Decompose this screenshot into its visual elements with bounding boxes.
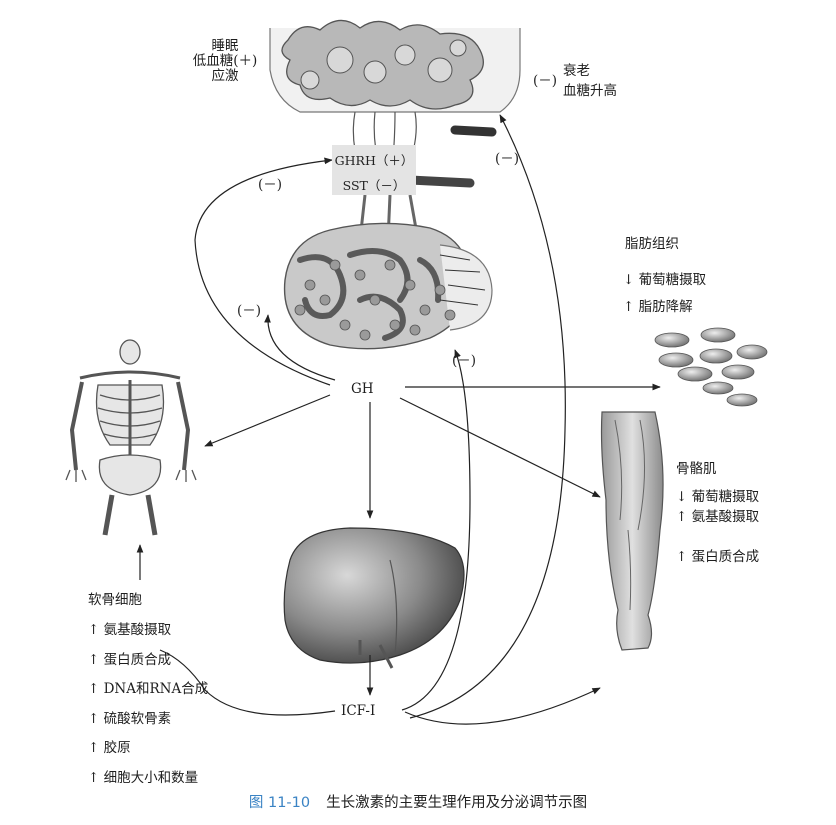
arrows: [136, 114, 661, 725]
adipose-effect-2: ↑ 脂肪降解: [623, 299, 693, 315]
cartilage-effect-5: ↑ 胶原: [88, 740, 131, 756]
arrow-igf-to-pituitary: [401, 349, 471, 711]
hypothalamus-illustration: [269, 19, 521, 188]
adipose-title: 脂肪组织: [625, 236, 679, 252]
adipose-effects: ↓ 葡萄糖摄取 ↑ 脂肪降解: [623, 267, 706, 321]
sst-label: SST（－）: [342, 178, 406, 193]
inhibitors-labels: 衰老 血糖升高: [563, 64, 617, 99]
pituitary-illustration: [283, 194, 493, 350]
arrow-gh-feedback-hypothalamus: [468, 145, 492, 165]
skeleton-illustration: [65, 339, 197, 536]
inhibitor-hyperglycemia: 血糖升高: [563, 82, 617, 99]
arrow-gh-to-hypothalamus: [194, 157, 333, 386]
cartilage-title: 软骨细胞: [88, 592, 142, 608]
stimulus-stress: 应激: [211, 67, 239, 84]
muscle-title: 骨骼肌: [676, 461, 717, 477]
figure-caption: 图 11-10 生长激素的主要生理作用及分泌调节示图: [0, 791, 836, 812]
feedback-sign-mid: (－): [452, 353, 477, 369]
adipose-effect-1: ↓ 葡萄糖摄取: [623, 272, 707, 288]
muscle-illustration: [600, 411, 664, 651]
arrow-gh-to-pituitary: [264, 314, 336, 381]
muscle-effect-3: ↑ 蛋白质合成: [676, 549, 760, 565]
gh-label: GH: [351, 381, 374, 397]
ghrh-sst-labels: GHRH（＋） SST（－）: [332, 147, 416, 195]
muscle-effect-1: ↓ 葡萄糖摄取: [676, 489, 760, 505]
arrow-igf-to-hypothalamus: [409, 114, 566, 719]
cartilage-effect-1: ↑ 氨基酸摄取: [88, 622, 172, 638]
muscle-effect-2: ↑ 氨基酸摄取: [676, 509, 760, 525]
figure-number: 图 11-10: [248, 795, 311, 811]
stimulus-sleep: 睡眠: [211, 38, 239, 54]
inhibitor-aging: 衰老: [563, 63, 590, 79]
cartilage-effect-4: ↑ 硫酸软骨素: [88, 710, 172, 727]
adipose-cells: [654, 327, 768, 407]
stimuli-labels: 睡眠 低血糖(＋) 应激: [186, 39, 264, 84]
feedback-sign-right: (－): [495, 151, 520, 167]
igf-label: ICF-I: [341, 703, 376, 719]
liver-illustration: [283, 527, 465, 669]
figure-caption-text: 生长激素的主要生理作用及分泌调节示图: [326, 795, 588, 811]
ghrh-label: GHRH（＋）: [334, 153, 414, 168]
cartilage-effect-3: ↑ DNA和RNA合成: [88, 681, 209, 697]
arrow-gh-to-skeleton: [204, 394, 331, 447]
cartilage-effect-2: ↑ 蛋白质合成: [88, 651, 172, 668]
feedback-sign-lower-left: (－): [237, 303, 262, 319]
cartilage-effects: ↑ 氨基酸摄取 ↑ 蛋白质合成 ↑ DNA和RNA合成 ↑ 硫酸软骨素 ↑ 胶原…: [88, 616, 208, 793]
arrow-igf-to-cartilage: [159, 649, 336, 716]
feedback-sign-left: (－): [258, 177, 283, 193]
arrow-gh-to-muscle: [399, 397, 601, 498]
inhibit-sign-top: (－): [533, 73, 558, 89]
cartilage-effect-6: ↑ 细胞大小和数量: [88, 769, 199, 786]
stimulus-hypoglycemia: 低血糖(＋): [192, 52, 258, 69]
muscle-effects: ↓ 葡萄糖摄取 ↑ 氨基酸摄取 ↑ 蛋白质合成: [676, 487, 759, 567]
arrow-igf-to-muscle: [404, 687, 601, 725]
